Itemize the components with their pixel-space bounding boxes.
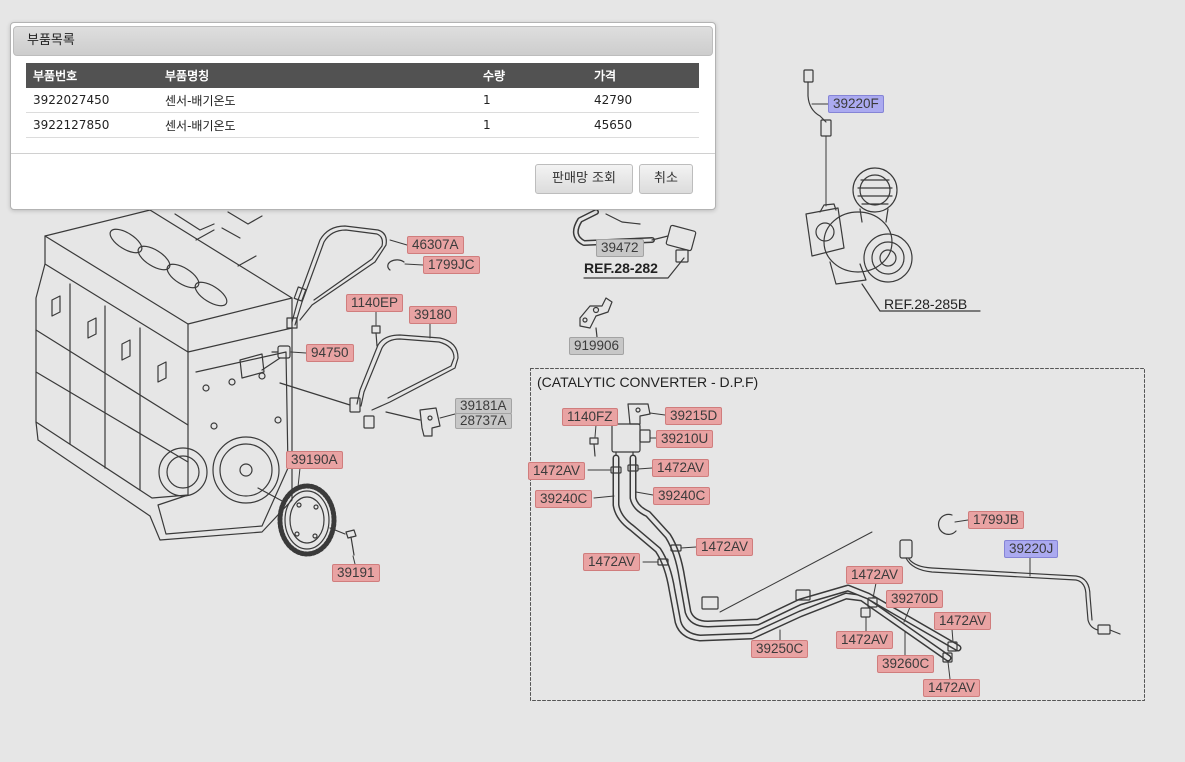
part-label-1472av[interactable]: 1472AV (696, 538, 754, 556)
column-header-part-number: 부품번호 (26, 63, 158, 88)
cell-part-name: 센서-배기온도 (158, 112, 476, 138)
part-label-39260c[interactable]: 39260C (877, 655, 935, 673)
cell-quantity: 1 (476, 112, 587, 138)
part-label-39180[interactable]: 39180 (409, 306, 457, 324)
table-row[interactable]: 3922127850 센서-배기온도 1 45650 (26, 112, 699, 138)
bracket-39215d-drawing (627, 403, 666, 425)
exhaust-temp-sensor-39220j-drawing (899, 539, 1121, 635)
bolt-1140fz-drawing (589, 424, 599, 457)
part-label-39181a[interactable]: 39181A (455, 398, 512, 414)
flywheel-bolt-drawing (329, 527, 357, 556)
dialog-footer-divider (11, 153, 715, 154)
cell-part-number: 3922127850 (26, 112, 158, 138)
catalytic-converter-section-frame (530, 368, 1145, 701)
cancel-button[interactable]: 취소 (639, 164, 693, 194)
parts-table: 부품번호 부품명칭 수량 가격 3922027450 센서-배기온도 1 427… (26, 63, 699, 138)
ring-gear-drawing (257, 483, 337, 557)
dialog-title: 부품목록 (27, 33, 75, 48)
part-label-39250c[interactable]: 39250C (751, 640, 809, 658)
pipe-39472-drawing (572, 209, 655, 246)
cell-part-name: 센서-배기온도 (158, 88, 476, 113)
part-label-1472av[interactable]: 1472AV (846, 566, 904, 584)
column-header-price: 가격 (587, 63, 699, 88)
part-label-39191[interactable]: 39191 (332, 564, 380, 582)
part-label-46307a[interactable]: 46307A (407, 236, 464, 254)
exhaust-temp-sensor-39220f-drawing (803, 69, 832, 207)
part-label-39220j[interactable]: 39220J (1004, 540, 1059, 558)
reference-link-28-285b[interactable]: REF.28-285B (884, 296, 968, 312)
dialog-header: 부품목록 (13, 26, 713, 56)
column-header-part-name: 부품명칭 (158, 63, 476, 88)
column-header-quantity: 수량 (476, 63, 587, 88)
part-label-94750[interactable]: 94750 (306, 344, 354, 362)
valve-ref-28-282-drawing (583, 224, 697, 279)
part-label-919906[interactable]: 919906 (569, 337, 625, 355)
table-row[interactable]: 3922027450 센서-배기온도 1 42790 (26, 88, 699, 113)
cell-price: 42790 (587, 88, 699, 113)
dpf-pipe-39260c-drawing (629, 454, 962, 652)
sensor-harness-39180-drawing (279, 334, 459, 429)
pipe-brackets-drawing (701, 531, 873, 613)
part-label-39472[interactable]: 39472 (596, 239, 644, 257)
part-label-39220f[interactable]: 39220F (828, 95, 884, 113)
reference-link-28-282[interactable]: REF.28-282 (584, 260, 658, 276)
part-label-1799jc[interactable]: 1799JC (423, 256, 480, 274)
part-label-28737a[interactable]: 28737A (455, 413, 512, 429)
cell-part-number: 3922027450 (26, 88, 158, 113)
wiring-harness-46307a-drawing (286, 225, 387, 329)
bracket-919906-drawing (579, 297, 613, 338)
bolt-1140ep-drawing (371, 325, 381, 347)
parts-list-dialog: 부품목록 부품번호 부품명칭 수량 가격 3922027450 센서-배기온도 … (10, 22, 716, 210)
table-header-row: 부품번호 부품명칭 수량 가격 (26, 63, 699, 88)
pressure-sensor-39210u-drawing (611, 423, 657, 461)
part-label-1472av[interactable]: 1472AV (583, 553, 641, 571)
bracket-39181a-drawing (385, 407, 441, 437)
cell-quantity: 1 (476, 88, 587, 113)
clip-1799jb-drawing (937, 513, 969, 535)
part-label-1472av[interactable]: 1472AV (836, 631, 894, 649)
part-label-1140fz[interactable]: 1140FZ (562, 408, 618, 426)
part-label-1472av[interactable]: 1472AV (923, 679, 981, 697)
engine-block-drawing (35, 209, 293, 541)
part-label-1140ep[interactable]: 1140EP (346, 294, 404, 312)
clip-1799jc-drawing (387, 259, 405, 271)
sensor-94750-drawing (261, 345, 291, 371)
part-label-39270d[interactable]: 39270D (886, 590, 944, 608)
part-label-39215d[interactable]: 39215D (665, 407, 723, 425)
part-label-39210u[interactable]: 39210U (656, 430, 714, 448)
leader-lines (290, 239, 954, 680)
part-label-1472av[interactable]: 1472AV (528, 462, 586, 480)
part-label-1472av[interactable]: 1472AV (652, 459, 710, 477)
turbocharger-drawing (805, 167, 981, 312)
part-label-1799jb[interactable]: 1799JB (968, 511, 1024, 529)
part-label-1472av[interactable]: 1472AV (934, 612, 992, 630)
part-label-39240c[interactable]: 39240C (535, 490, 593, 508)
dealer-lookup-button[interactable]: 판매망 조회 (535, 164, 633, 194)
dpf-pipe-39250c-drawing (612, 454, 952, 662)
part-label-39190a[interactable]: 39190A (286, 451, 343, 469)
part-label-39240c[interactable]: 39240C (653, 487, 711, 505)
catalytic-converter-section-title: (CATALYTIC CONVERTER - D.P.F) (537, 374, 759, 390)
cell-price: 45650 (587, 112, 699, 138)
